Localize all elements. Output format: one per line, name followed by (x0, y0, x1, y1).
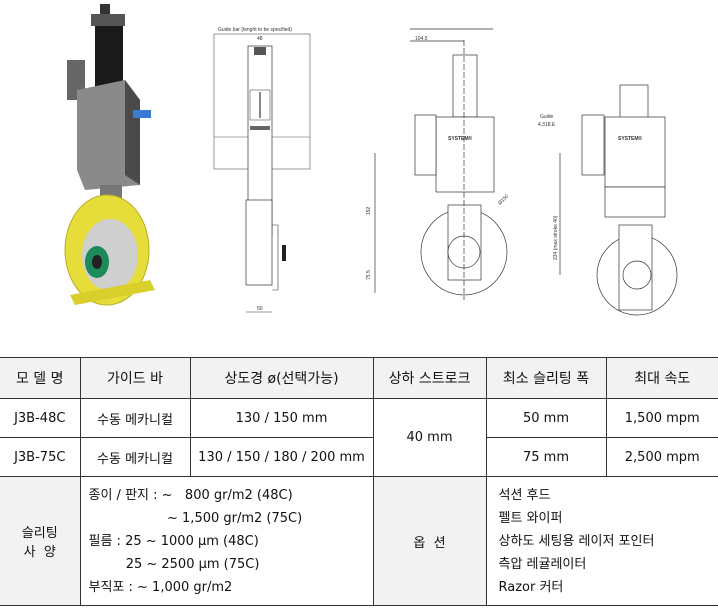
svg-text:Guide: Guide (540, 114, 554, 120)
svg-text:50: 50 (257, 306, 263, 312)
option-item: 펠트 와이퍼 (498, 510, 563, 526)
width-cell: 50 mm (485, 398, 607, 438)
header-row: 모 델 명 가이드 바 상도경 ø(선택가능) 상하 스트로크 최소 슬리팅 폭… (0, 357, 718, 399)
diameter-cell: 130 / 150 mm (189, 398, 374, 438)
svg-text:48: 48 (257, 36, 263, 42)
option-item: 석션 후드 (498, 487, 551, 503)
option-item: Razor 커터 (498, 579, 564, 595)
spec-details: 종이 / 판지 : ~ 800 gr/m2 (48C) ~ 1,500 gr/m… (79, 476, 374, 606)
stroke-cell: 40 mm (372, 398, 487, 477)
header-speed: 최대 속도 (605, 357, 718, 399)
svg-text:Ø150: Ø150 (497, 193, 510, 206)
spec-line: 종이 / 판지 : ~ 800 gr/m2 (48C) (88, 487, 293, 503)
guide-bar-label: Guide bar (lenght to be specified) (218, 27, 292, 33)
table-row: J3B-48C 수동 메카니컬 130 / 150 mm 40 mm 50 mm… (0, 398, 718, 477)
svg-text:192: 192 (366, 206, 372, 215)
spec-label-line: 슬리팅 (21, 526, 58, 541)
width-cell: 75 mm (485, 437, 607, 477)
header-diameter: 상도경 ø(선택가능) (189, 357, 374, 399)
spec-label-line: 사 양 (23, 545, 56, 560)
model-cell: J3B-75C (0, 437, 81, 477)
model-cell: J3B-48C (0, 398, 81, 438)
header-model: 모 델 명 (0, 357, 81, 399)
spec-line: 필름 : 25 ~ 1000 µm (48C) (88, 533, 259, 549)
guide-cell: 수동 메카니컬 (79, 398, 191, 438)
speed-cell: 2,500 mpm (605, 437, 718, 477)
product-photo (64, 4, 155, 306)
header-guide: 가이드 바 (79, 357, 191, 399)
spec-label: 슬리팅 사 양 (0, 476, 81, 606)
svg-text:SYSTEM®: SYSTEM® (618, 135, 643, 142)
speed-cell: 1,500 mpm (605, 398, 718, 438)
diameter-cell: 130 / 150 / 180 / 200 mm (189, 437, 374, 477)
spec-line: ~ 1,500 gr/m2 (75C) (88, 510, 303, 526)
spec-table: 모 델 명 가이드 바 상도경 ø(선택가능) 상하 스트로크 최소 슬리팅 폭… (0, 357, 718, 606)
spec-line: 25 ~ 2500 µm (75C) (88, 556, 260, 572)
spec-line: 부직포 : ~ 1,000 gr/m2 (88, 579, 233, 595)
svg-text:75.5: 75.5 (366, 270, 372, 280)
header-stroke: 상하 스트로크 (372, 357, 487, 399)
spec-row: 슬리팅 사 양 종이 / 판지 : ~ 800 gr/m2 (48C) ~ 1,… (0, 476, 718, 606)
svg-text:234 (max stroke 40): 234 (max stroke 40) (553, 215, 559, 260)
front-views-drawing: 104.5 SYSTEM® SYSTEM® 192 75.5 Ø150 Guid… (366, 28, 678, 316)
header-width: 최소 슬리팅 폭 (485, 357, 607, 399)
option-item: 상하도 세팅용 레이저 포인터 (498, 533, 655, 549)
option-list: 석션 후드 펠트 와이퍼 상하도 세팅용 레이저 포인터 측압 레귤레이터 Ra… (485, 476, 718, 606)
table-row: J3B-75C 수동 메카니컬 130 / 150 / 180 / 200 mm… (0, 437, 718, 477)
option-label: 옵 션 (372, 476, 487, 606)
guide-cell: 수동 메카니컬 (79, 437, 191, 477)
side-view-drawing: Guide bar (lenght to be specified) 48 50 (213, 27, 311, 313)
option-item: 측압 레귤레이터 (498, 556, 587, 572)
svg-text:SYSTEM®: SYSTEM® (448, 135, 473, 142)
svg-text:104.5: 104.5 (415, 36, 428, 42)
svg-text:4.318.E: 4.318.E (538, 122, 556, 128)
